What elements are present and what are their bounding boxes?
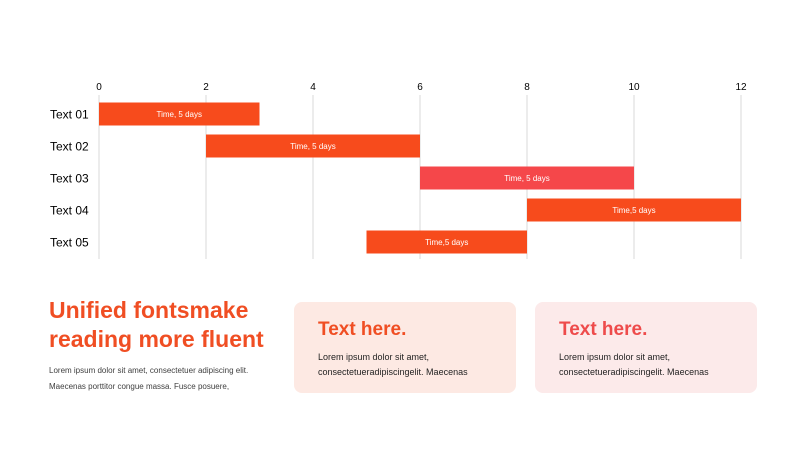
card-body: Lorem ipsum dolor sit amet, consectetuer… (318, 352, 468, 377)
card-title: Text here. (318, 319, 407, 340)
bar-label: Time, 5 days (504, 174, 550, 183)
bar-label: Time,5 days (425, 238, 468, 247)
category-label: Text 03 (50, 172, 89, 186)
x-tick-label: 10 (628, 82, 640, 93)
body-text: Lorem ipsum dolor sit amet, consectetuer… (49, 366, 249, 391)
gantt-bar (527, 198, 741, 222)
category-label: Text 05 (50, 236, 89, 250)
category-label: Text 01 (50, 108, 89, 122)
bar-label: Time,5 days (612, 206, 655, 215)
gantt-bar (366, 230, 527, 254)
info-card-1: Text here. Lorem ipsum dolor sit amet, c… (294, 302, 516, 393)
x-tick-label: 6 (417, 82, 423, 93)
x-tick-label: 12 (735, 82, 747, 93)
x-tick-label: 8 (524, 82, 530, 93)
category-label: Text 02 (50, 140, 89, 154)
category-label: Text 04 (50, 204, 89, 218)
x-tick-label: 4 (310, 82, 316, 93)
info-card-2: Text here. Lorem ipsum dolor sit amet, c… (535, 302, 757, 393)
gantt-bar (420, 166, 634, 190)
card-body: Lorem ipsum dolor sit amet, consectetuer… (559, 352, 709, 377)
gantt-bar (99, 102, 260, 126)
x-tick-label: 0 (96, 82, 102, 93)
bar-label: Time, 5 days (290, 142, 336, 151)
bar-label: Time, 5 days (157, 110, 203, 119)
gantt-bar (206, 134, 420, 158)
headline: Unified fontsmake reading more fluent (49, 297, 264, 352)
card-title: Text here. (559, 319, 648, 340)
x-tick-label: 2 (203, 82, 209, 93)
